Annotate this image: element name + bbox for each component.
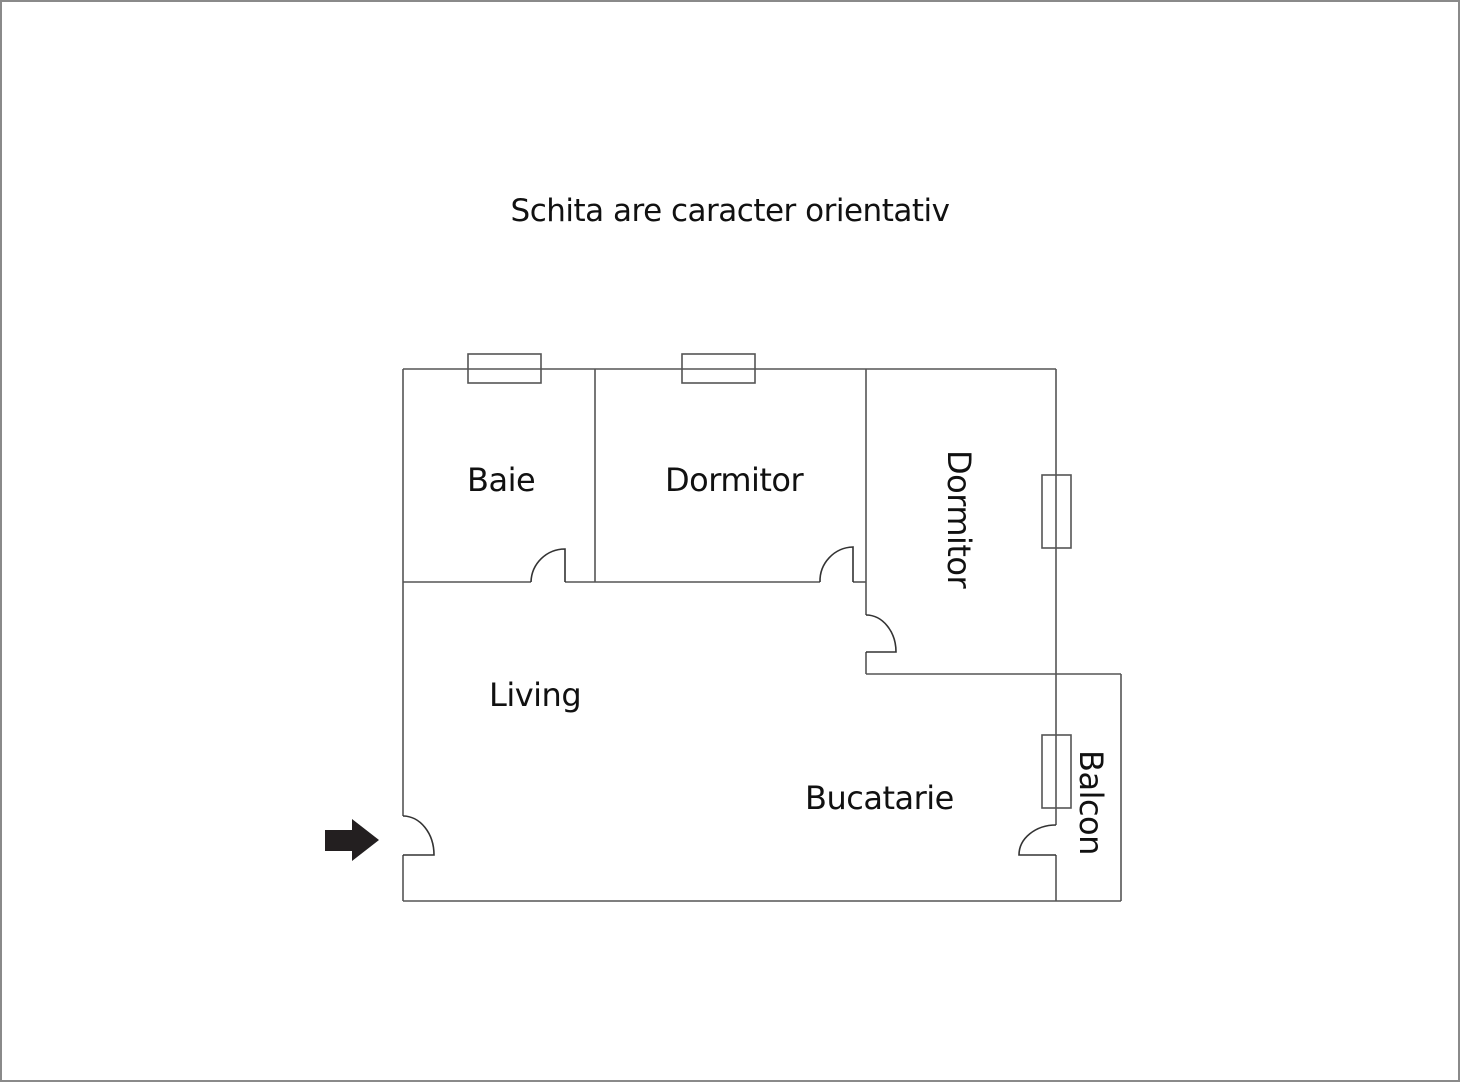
window-bucatarie [1041,734,1072,809]
door-balcon [1018,824,1057,856]
door-dormitor-1 [819,546,854,583]
window-dormitor-1 [681,353,756,384]
room-label-dormitor-2: Dormitor [940,450,978,589]
door-dormitor-2 [865,614,897,653]
windows [467,353,1072,809]
entrance-arrow-icon [325,819,379,861]
room-label-baie: Baie [467,461,536,499]
plan-disclaimer-title: Schita are caracter orientativ [510,193,950,229]
window-baie [467,353,542,384]
balcony-walls [866,673,1122,901]
interior-walls [403,369,867,674]
window-dormitor-2 [1041,474,1072,549]
room-label-living: Living [489,676,582,714]
room-label-dormitor-1: Dormitor [665,461,804,499]
room-label-balcon: Balcon [1072,750,1110,855]
room-label-bucatarie: Bucatarie [805,779,954,817]
outer-walls [402,368,1121,902]
door-entry [402,815,435,856]
door-baie [530,548,566,583]
doors [402,546,1057,856]
